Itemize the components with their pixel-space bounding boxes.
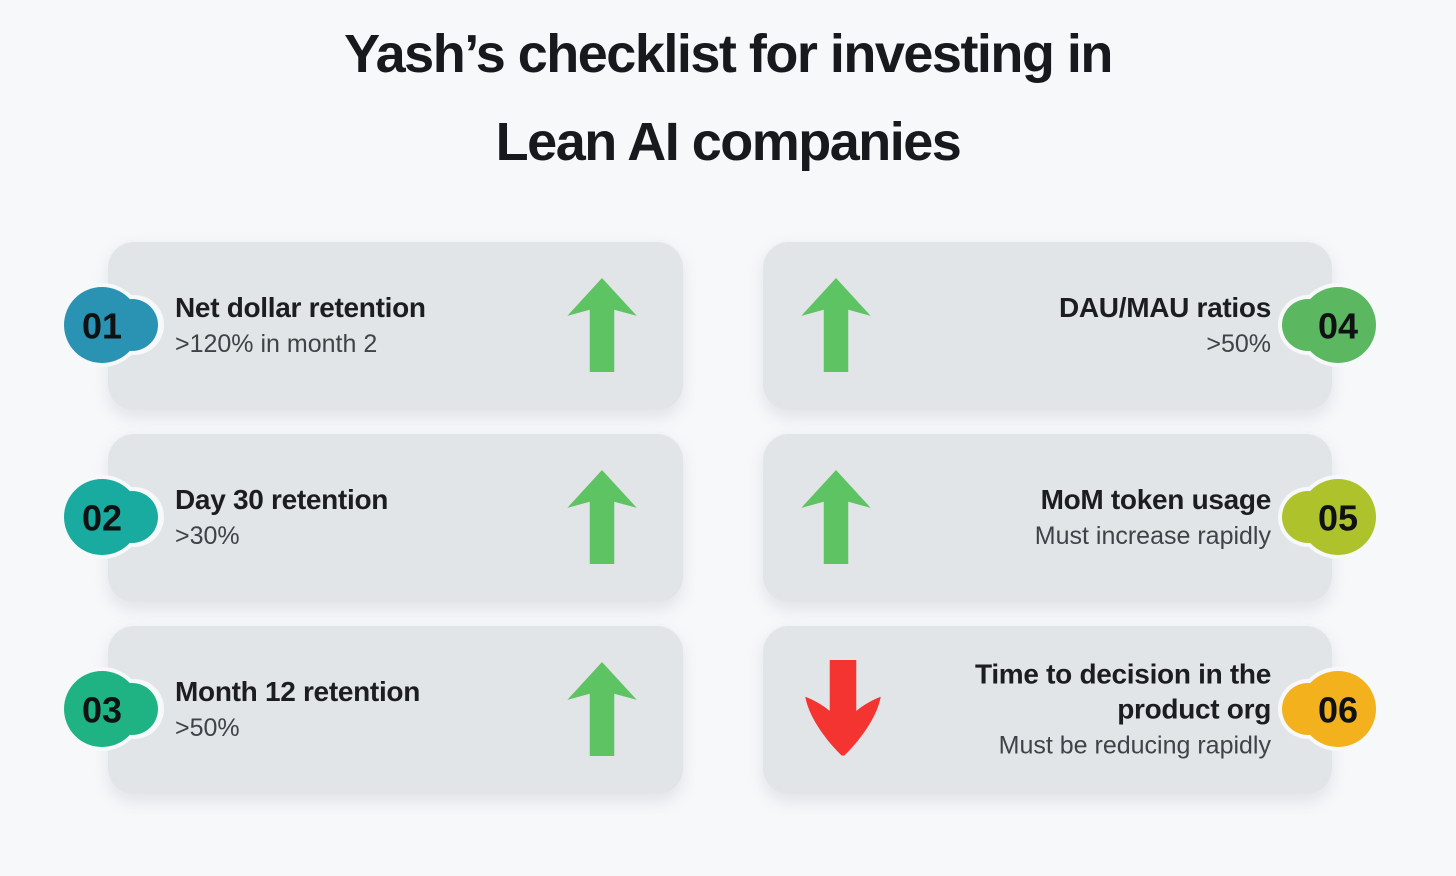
up-arrow-icon <box>799 470 873 570</box>
badge-number: 01 <box>82 306 122 347</box>
up-arrow-icon <box>565 278 639 378</box>
checklist-grid: 01 Net dollar retention >120% in month 2 <box>60 240 1380 794</box>
checklist-card: 06 Time to decision in the product org M… <box>763 624 1380 794</box>
number-badge: 05 <box>1278 475 1380 559</box>
page-title: Yash’s checklist for investing in Lean A… <box>0 10 1456 186</box>
badge-number: 04 <box>1318 306 1358 347</box>
number-badge: 03 <box>60 667 164 751</box>
up-arrow-icon <box>565 662 639 762</box>
card-text: Day 30 retention >30% <box>175 482 538 552</box>
down-arrow-icon <box>799 660 887 764</box>
badge-number: 02 <box>82 498 122 539</box>
page-title-line2: Lean AI companies <box>495 112 962 172</box>
badge-number: 06 <box>1318 690 1358 731</box>
card-text: Net dollar retention >120% in month 2 <box>175 290 576 360</box>
page-title-line1: Yash’s checklist for investing in <box>344 24 1113 84</box>
card-title: Month 12 retention <box>175 676 421 707</box>
checklist-card: 02 Day 30 retention >30% <box>60 432 683 602</box>
trend-arrow <box>565 468 639 566</box>
checklist-card: 03 Month 12 retention >50% <box>60 624 683 794</box>
card-title: MoM token usage <box>1040 484 1272 515</box>
trend-arrow <box>565 660 639 758</box>
number-badge: 04 <box>1278 283 1380 367</box>
number-badge: 06 <box>1278 667 1380 751</box>
card-text: MoM token usage Must increase rapidly <box>1034 482 1272 552</box>
trend-arrow <box>799 658 887 760</box>
card-subtitle: >30% <box>175 522 240 550</box>
checklist-card: 04 DAU/MAU ratios >50% <box>763 240 1380 410</box>
card-subtitle: Must be reducing rapidly <box>998 731 1271 760</box>
checklist-card: 01 Net dollar retention >120% in month 2 <box>60 240 683 410</box>
card-title: Net dollar retention <box>175 292 426 323</box>
card-subtitle: Must increase rapidly <box>1034 522 1271 550</box>
trend-arrow <box>799 468 873 566</box>
card-subtitle: >50% <box>1206 330 1271 358</box>
card-title: DAU/MAU ratios <box>1058 292 1271 323</box>
checklist-card: 05 MoM token usage Must increase rapidly <box>763 432 1380 602</box>
badge-number: 05 <box>1318 498 1358 539</box>
card-subtitle: >50% <box>175 714 240 742</box>
badge-number: 03 <box>82 690 122 731</box>
card-text: Time to decision in the product org Must… <box>926 657 1271 762</box>
up-arrow-icon <box>799 278 873 378</box>
card-text: Month 12 retention >50% <box>175 674 570 744</box>
card-title: Day 30 retention <box>175 484 389 515</box>
trend-arrow <box>799 276 873 374</box>
number-badge: 02 <box>60 475 164 559</box>
up-arrow-icon <box>565 470 639 570</box>
card-subtitle: >120% in month 2 <box>175 330 378 358</box>
card-title: Time to decision in the product org <box>975 658 1271 725</box>
card-text: DAU/MAU ratios >50% <box>1059 290 1271 360</box>
number-badge: 01 <box>60 283 164 367</box>
trend-arrow <box>565 276 639 374</box>
